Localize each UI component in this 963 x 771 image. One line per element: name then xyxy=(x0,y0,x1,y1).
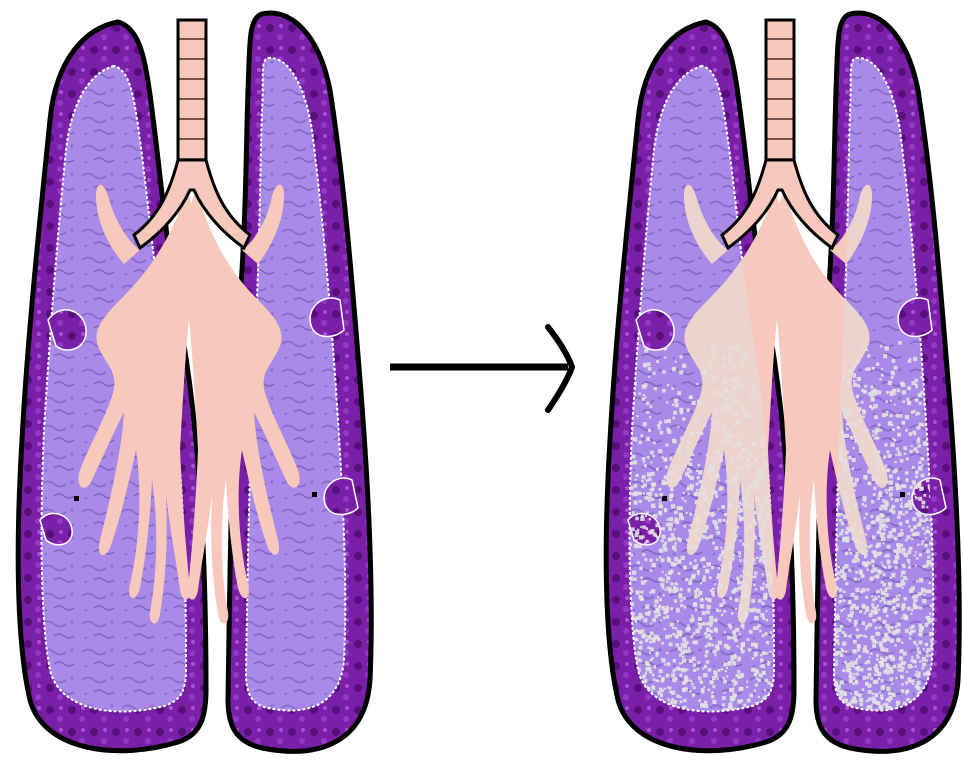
trachea-rings xyxy=(178,20,206,160)
affected-lungs xyxy=(606,13,959,751)
right-arrow-icon xyxy=(390,327,572,410)
trachea-rings xyxy=(766,20,794,160)
healthy-lungs xyxy=(18,13,371,751)
